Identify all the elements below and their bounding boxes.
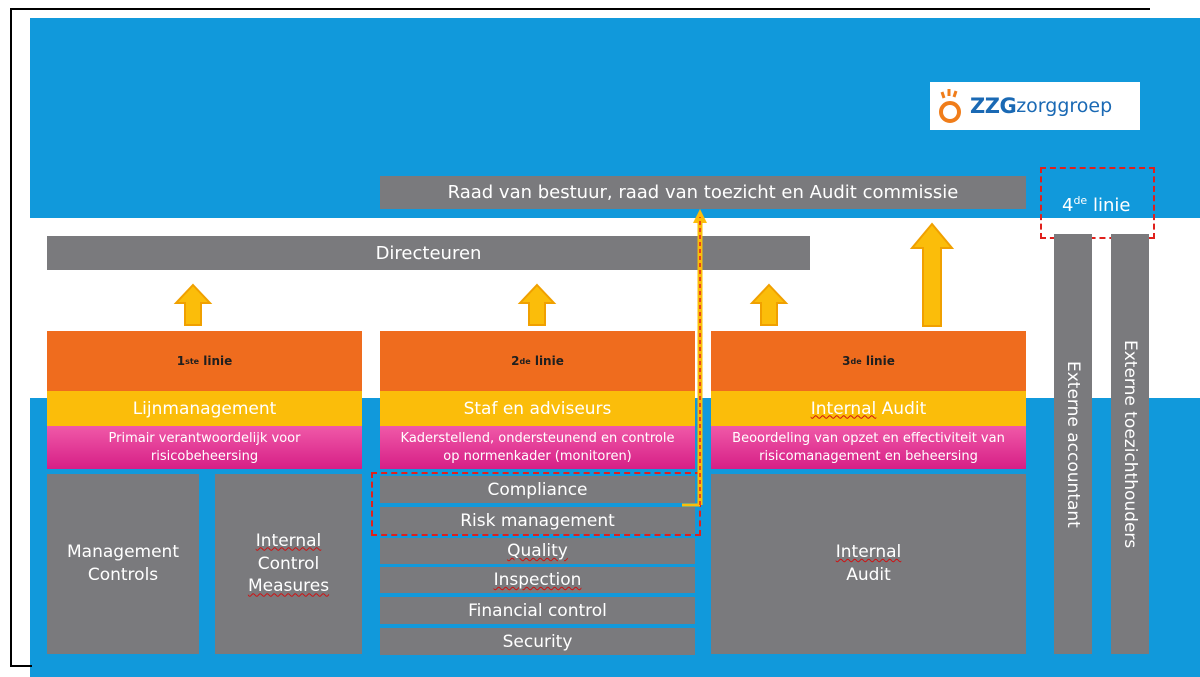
function-risk-management: Risk management [380, 507, 695, 534]
compliance-risk-dashed-box [371, 472, 701, 536]
internal-control-word3: Measures [247, 576, 330, 597]
fourth-line-text: linie [1092, 195, 1131, 216]
internal-control-word1: Internal [255, 530, 322, 551]
first-line-role: Lijnmanagement [47, 391, 362, 426]
internal-audit-box: Internal Audit [711, 474, 1026, 654]
function-financial-control: Financial control [380, 597, 695, 624]
second-line-role-label: Staf en adviseurs [463, 398, 612, 419]
function-financial-control-label: Financial control [468, 600, 607, 621]
function-inspection: Inspection [380, 567, 695, 593]
external-supervisors-label: Externe toezichthouders [1120, 339, 1140, 549]
first-line-description: Primair verantwoordelijk voor risicobehe… [47, 426, 362, 469]
first-line-role-label: Lijnmanagement [132, 398, 277, 419]
frame-line-top [10, 8, 1150, 10]
management-controls-label: Management Controls [67, 542, 179, 585]
internal-control-measures-box: Internal Control Measures [215, 474, 362, 654]
function-security-label: Security [502, 631, 573, 652]
third-line-description-text: Beoordeling van opzet en effectiviteit v… [732, 430, 1005, 464]
fourth-line-label: 4de linie [1062, 194, 1130, 216]
frame-line-bottom [10, 665, 32, 667]
third-line-role-underlined: Internal [810, 398, 877, 419]
internal-audit-word2: Audit [846, 565, 891, 585]
frame-line-left [10, 8, 12, 666]
external-accountant-column: Externe accountant [1054, 234, 1092, 654]
first-line-sup: ste [185, 356, 200, 366]
up-arrow-icon [173, 283, 213, 326]
management-controls-box: Management Controls [47, 474, 199, 654]
third-line-role-rest: Audit [876, 398, 927, 419]
function-compliance-label: Compliance [487, 479, 588, 500]
external-supervisors-column: Externe toezichthouders [1111, 234, 1149, 654]
third-line-description: Beoordeling van opzet en effectiviteit v… [711, 426, 1026, 469]
board-label: Raad van bestuur, raad van toezicht en A… [447, 182, 959, 203]
board-box: Raad van bestuur, raad van toezicht en A… [380, 176, 1026, 209]
first-line-label: linie [203, 354, 233, 368]
escalation-arrow-icon [682, 209, 707, 507]
up-arrow-icon [517, 283, 557, 326]
function-inspection-label: Inspection [493, 570, 582, 590]
function-security: Security [380, 628, 695, 655]
logo-brand: ZZG [970, 94, 1017, 118]
third-line-role: Internal Audit [711, 391, 1026, 426]
second-line-role: Staf en adviseurs [380, 391, 695, 426]
third-line-label: linie [865, 354, 895, 368]
logo-eye-icon [939, 89, 961, 123]
second-line-number: 2 [511, 354, 520, 368]
fourth-line-sup: de [1073, 194, 1088, 207]
first-line-description-text: Primair verantwoordelijk voor risicobehe… [108, 430, 301, 464]
second-line-description: Kaderstellend, ondersteunend en controle… [380, 426, 695, 469]
function-compliance: Compliance [380, 476, 695, 503]
fourth-line-number: 4 [1062, 195, 1074, 216]
second-line-label: linie [534, 354, 564, 368]
second-line-sup: de [519, 356, 531, 366]
function-risk-management-label: Risk management [460, 510, 615, 531]
internal-audit-word1: Internal [835, 542, 902, 563]
function-quality-label: Quality [507, 541, 568, 561]
third-line-number: 3 [842, 354, 851, 368]
second-line-description-text: Kaderstellend, ondersteunend en controle… [400, 430, 675, 464]
logo-text: zorggroep [1016, 95, 1113, 117]
third-line-sup: de [850, 356, 862, 366]
zzg-logo: ZZG zorggroep [930, 82, 1140, 130]
function-quality: Quality [380, 538, 695, 564]
up-arrow-icon [749, 283, 789, 326]
directors-label: Directeuren [375, 242, 482, 264]
internal-control-word2: Control [257, 553, 320, 574]
first-line-number: 1 [176, 354, 186, 368]
directors-box: Directeuren [47, 236, 810, 270]
external-accountant-label: Externe accountant [1063, 360, 1083, 528]
fourth-line-dashed-box [1040, 167, 1155, 239]
up-arrow-icon [909, 222, 955, 327]
